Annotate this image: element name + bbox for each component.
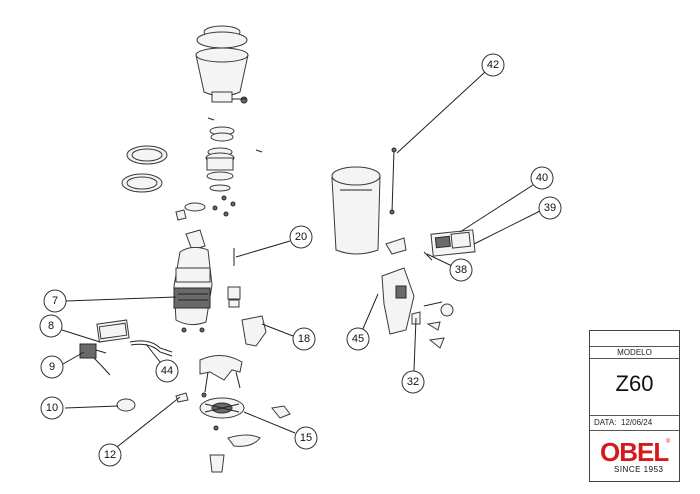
doser-wire [389, 147, 397, 215]
callout-8-label: 8 [48, 320, 54, 332]
doser-housing [331, 166, 381, 255]
right-small-parts [411, 301, 454, 349]
date-value: 12/06/24 [621, 418, 653, 427]
callout-45: 45 [346, 327, 370, 351]
title-block: MODELO Z60 DATA: 12/06/24 OBEL ® SINCE 1… [589, 330, 680, 482]
callout-18-label: 18 [298, 333, 310, 345]
logo-wordmark: OBEL [600, 437, 669, 467]
front-housing [381, 267, 415, 335]
capacitor-box [96, 319, 130, 343]
callout-9: 9 [40, 355, 64, 379]
callout-39-label: 39 [544, 202, 556, 214]
callout-10: 10 [40, 396, 64, 420]
callout-42: 42 [481, 53, 505, 77]
cable-10 [116, 398, 136, 412]
logo-registered-mark: ® [666, 439, 671, 445]
date-label: DATA: [594, 418, 617, 427]
switch-part [227, 248, 241, 308]
burr-assembly [205, 117, 263, 217]
date-row: DATA: 12/06/24 [590, 415, 679, 431]
logo-tagline: SINCE 1953 [614, 465, 664, 474]
small-clip-12 [175, 392, 189, 403]
callout-42-label: 42 [487, 59, 499, 71]
callout-12: 12 [98, 443, 122, 467]
callout-7: 7 [43, 289, 67, 313]
hopper [195, 47, 249, 104]
cover-18 [241, 315, 267, 347]
hopper-lid [196, 25, 248, 49]
spout [209, 454, 225, 473]
callout-20: 20 [289, 225, 313, 249]
doser-lever [385, 237, 407, 255]
callout-40-label: 40 [536, 172, 548, 184]
callout-38-label: 38 [455, 264, 467, 276]
plug [79, 343, 111, 376]
fasteners [175, 202, 206, 251]
callout-44: 44 [155, 359, 179, 383]
control-panel [430, 229, 476, 257]
callout-44-label: 44 [161, 365, 173, 377]
callout-18: 18 [292, 327, 316, 351]
callout-8: 8 [39, 314, 63, 338]
callout-40: 40 [530, 166, 554, 190]
sensor-38 [423, 251, 433, 261]
base-grill [199, 392, 245, 431]
callout-39: 39 [538, 196, 562, 220]
callout-12-label: 12 [104, 449, 116, 461]
motor-body [173, 246, 213, 333]
gasket-rings [121, 145, 168, 193]
tab-part [271, 405, 291, 419]
base-frame [199, 355, 243, 393]
callout-38: 38 [449, 258, 473, 282]
leader-lines [61, 71, 541, 448]
callout-9-label: 9 [49, 361, 55, 373]
grounds-tray [227, 434, 261, 447]
callout-15: 15 [294, 426, 318, 450]
model-label: MODELO [590, 346, 679, 359]
callout-20-label: 20 [295, 231, 307, 243]
callout-32: 32 [401, 370, 425, 394]
power-cable [129, 340, 173, 357]
brand-logo: OBEL ® SINCE 1953 [594, 437, 676, 477]
callout-32-label: 32 [407, 376, 419, 388]
callout-15-label: 15 [300, 432, 312, 444]
model-name: Z60 [615, 371, 654, 396]
callout-45-label: 45 [352, 333, 364, 345]
callout-10-label: 10 [46, 402, 58, 414]
callout-7-label: 7 [52, 295, 58, 307]
